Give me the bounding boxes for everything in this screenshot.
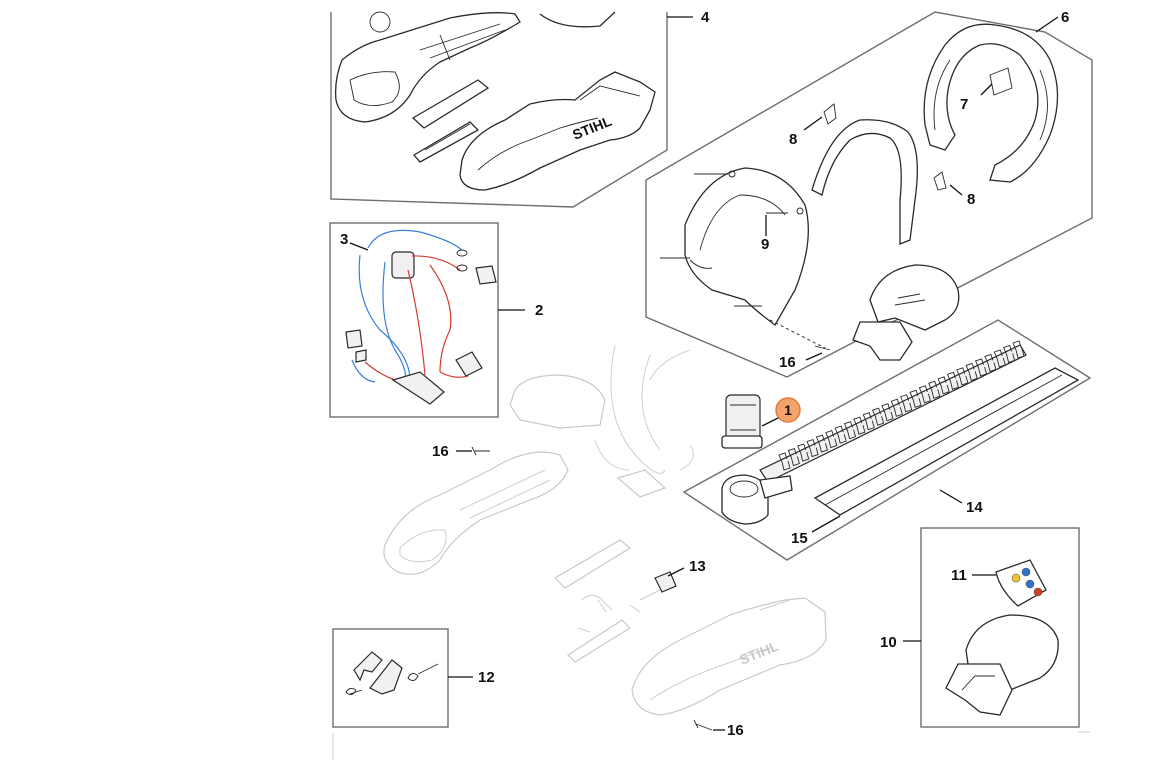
ghost-assembly: STIHL <box>383 344 827 716</box>
blade-tooth <box>900 394 913 413</box>
blade-tooth <box>946 371 960 390</box>
blade-tooth <box>862 412 875 431</box>
screws-16: 16 16 <box>432 443 744 739</box>
group-2-wiring: 2 3 <box>329 222 543 418</box>
blade-tooth <box>787 447 800 467</box>
blade-tooth <box>956 367 969 386</box>
callout-2: 2 <box>535 302 543 319</box>
callout-1: 1 <box>784 402 792 418</box>
callout-6: 6 <box>1061 9 1069 26</box>
blade-tooth <box>965 362 978 381</box>
callout-10: 10 <box>880 634 897 651</box>
callout-16-left: 16 <box>432 443 449 460</box>
blade-tooth <box>853 416 866 435</box>
blade-tooth <box>825 430 838 449</box>
blade-tooth <box>843 421 857 440</box>
handle-cover <box>869 264 960 331</box>
handle-bar <box>811 119 918 245</box>
blade-tooth <box>928 380 941 399</box>
blade-tooth <box>909 389 922 408</box>
corner-marks <box>332 731 1090 760</box>
blade-tooth <box>937 376 950 395</box>
blade-tooth <box>778 452 791 471</box>
callout-13: 13 <box>689 558 706 575</box>
callout-3: 3 <box>340 231 348 248</box>
callout-11: 11 <box>951 567 967 584</box>
group-14-blade: 15 14 <box>682 319 1092 561</box>
callout-8-top: 8 <box>789 131 797 148</box>
part-13-switch: 13 <box>654 558 706 593</box>
highlight-callout-1 <box>775 397 801 423</box>
blade-tooth <box>974 358 988 377</box>
group-6-handle: 6 7 8 8 9 16 <box>645 9 1093 378</box>
blade-tooth <box>1003 344 1016 364</box>
rear-handle-shell <box>684 167 809 326</box>
callout-16-bottom: 16 <box>727 722 744 739</box>
part-1-motor: 1 <box>721 394 801 449</box>
callout-9: 9 <box>761 236 769 253</box>
callout-8-bottom: 8 <box>967 191 975 208</box>
callout-14: 14 <box>966 499 983 516</box>
stihl-housing-right <box>459 71 656 191</box>
callout-15: 15 <box>791 530 808 547</box>
blade-teeth <box>778 340 1025 471</box>
blade-tooth <box>890 398 903 417</box>
callout-12: 12 <box>478 669 495 686</box>
blade-tooth <box>993 349 1006 368</box>
group-4-housing: STIHL 4 <box>330 9 710 208</box>
blade-tooth <box>797 443 810 462</box>
blade-tooth <box>881 403 894 422</box>
blade-tooth <box>834 425 847 444</box>
blade-tooth <box>815 434 828 453</box>
blade-tooth <box>871 407 885 426</box>
blade-tooth <box>806 438 819 458</box>
callout-7: 7 <box>960 96 968 113</box>
blade-tooth <box>918 385 931 404</box>
blade-guard <box>813 367 1080 516</box>
callout-4: 4 <box>701 9 710 26</box>
blade-tooth <box>1012 340 1025 359</box>
callout-16-handle: 16 <box>779 354 796 371</box>
front-handle <box>923 23 1059 183</box>
group-10-guard: 10 11 <box>880 527 1080 728</box>
group-12-trigger: 12 <box>332 628 495 728</box>
blade-tooth <box>984 353 997 373</box>
